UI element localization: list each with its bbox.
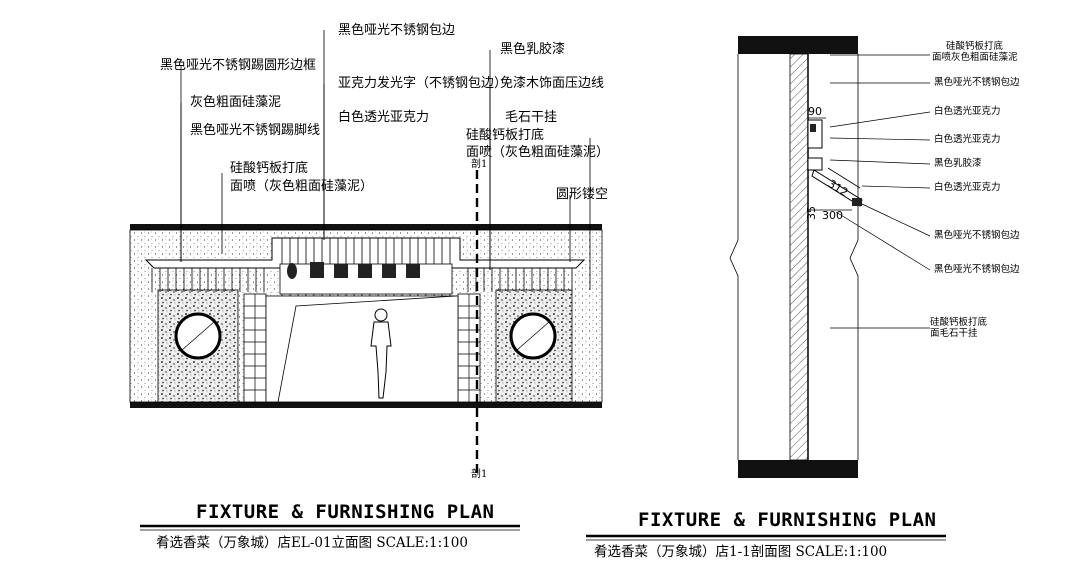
- elevation-title: FIXTURE & FURNISHING PLAN: [196, 501, 495, 523]
- section-cut-mark-top: 剖1: [471, 159, 488, 170]
- elevation-label: 硅酸钙板打底: [230, 161, 309, 176]
- elevation-label: 免漆木饰面压边线: [500, 76, 605, 91]
- section-label: 黑色乳胶漆: [934, 158, 982, 169]
- elevation-label: 黑色哑光不锈钢包边: [338, 23, 456, 38]
- section-label: 黑色哑光不锈钢包边: [934, 77, 1020, 88]
- floor-band: [130, 402, 602, 408]
- elevation-label: 面喷（灰色粗面硅藻泥）: [466, 145, 610, 160]
- section-drawing: [586, 36, 946, 541]
- dimension-label: 90: [808, 105, 822, 118]
- elevation-label: 圆形镂空: [556, 187, 609, 202]
- entrance-opening: [265, 295, 459, 403]
- section-leaders: [829, 54, 931, 329]
- elevation-label: 白色透光亚克力: [338, 110, 430, 125]
- elevation-leaders: [180, 30, 591, 290]
- section-title: FIXTURE & FURNISHING PLAN: [638, 509, 937, 531]
- elevation-drawing: [129, 30, 603, 531]
- elevation-subtitle: 肴选香菜（万象城）店EL-01立面图 SCALE:1:100: [156, 535, 468, 551]
- section-label: 硅酸钙板打底: [946, 41, 1004, 52]
- break-line-right: [849, 54, 859, 460]
- elevation-label: 黑色哑光不锈钢踢圆形边框: [160, 58, 317, 73]
- section-label: 面喷灰色粗面硅藻泥: [932, 52, 1018, 63]
- acrylic-lettering: [287, 262, 420, 279]
- section-wall: [789, 53, 809, 461]
- section-subtitle: 肴选香菜（万象城）店1-1剖面图 SCALE:1:100: [594, 544, 888, 560]
- section-label: 白色透光亚克力: [934, 106, 1001, 117]
- ceiling-band: [130, 224, 602, 230]
- section-cut-mark-bottom: 剖1: [471, 469, 488, 480]
- section-label: 白色透光亚克力: [934, 182, 1001, 193]
- elevation-label: 硅酸钙板打底: [466, 128, 545, 143]
- elevation-label: 灰色粗面硅藻泥: [190, 95, 282, 110]
- dimension-label: 35: [805, 206, 818, 220]
- break-line-left: [729, 54, 739, 460]
- section-label: 面毛石干挂: [930, 328, 978, 339]
- elevation-label: 亚克力发光字（不锈钢包边）: [338, 76, 508, 91]
- elevation-label: 黑色乳胶漆: [500, 42, 566, 57]
- section-label: 硅酸钙板打底: [930, 317, 988, 328]
- dimension-label: 300: [822, 209, 843, 222]
- section-floor-slab: [738, 460, 858, 478]
- section-dimension-lines: [808, 117, 861, 211]
- elevation-label: 黑色哑光不锈钢踢脚线: [190, 123, 321, 138]
- elevation-label: 毛石干挂: [505, 110, 558, 125]
- human-scale-figure: [370, 308, 392, 399]
- elevation-label: 面喷（灰色粗面硅藻泥）: [230, 179, 374, 194]
- section-label: 黑色哑光不锈钢包边: [934, 230, 1020, 241]
- section-label: 黑色哑光不锈钢包边: [934, 264, 1020, 275]
- section-label: 白色透光亚克力: [934, 134, 1001, 145]
- section-ceiling-slab: [738, 36, 858, 54]
